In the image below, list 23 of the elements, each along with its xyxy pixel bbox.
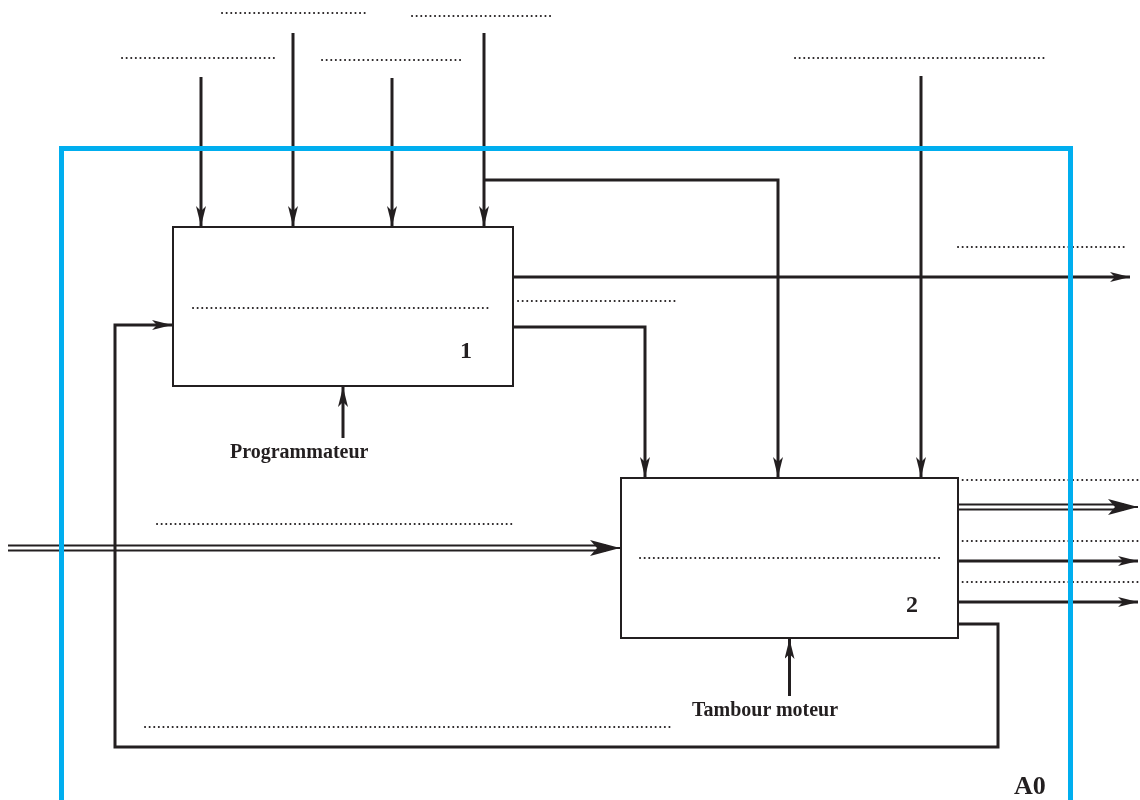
arrow: [958, 499, 1139, 515]
arrow: [959, 597, 1138, 607]
arrow: [484, 178, 783, 477]
arrow: [784, 639, 795, 696]
function-box: [172, 226, 514, 387]
diagram-frame: [59, 146, 1073, 800]
mechanism-label: Tambour moteur: [692, 698, 839, 721]
arrow: [113, 320, 1000, 749]
arrow: [196, 77, 206, 226]
arrow: [7, 540, 621, 556]
arrow: [479, 33, 489, 226]
arrow: [387, 78, 397, 226]
box-number: 2: [906, 591, 918, 618]
function-box: [620, 477, 959, 639]
arrow: [338, 387, 348, 438]
box-number: 1: [460, 337, 472, 364]
arrow: [514, 325, 650, 477]
arrow: [288, 33, 298, 226]
diagram-number: A0: [1014, 771, 1046, 800]
arrow: [959, 556, 1138, 566]
mechanism-label: Programmateur: [230, 440, 369, 463]
arrow: [514, 272, 1130, 282]
arrow: [916, 76, 926, 477]
